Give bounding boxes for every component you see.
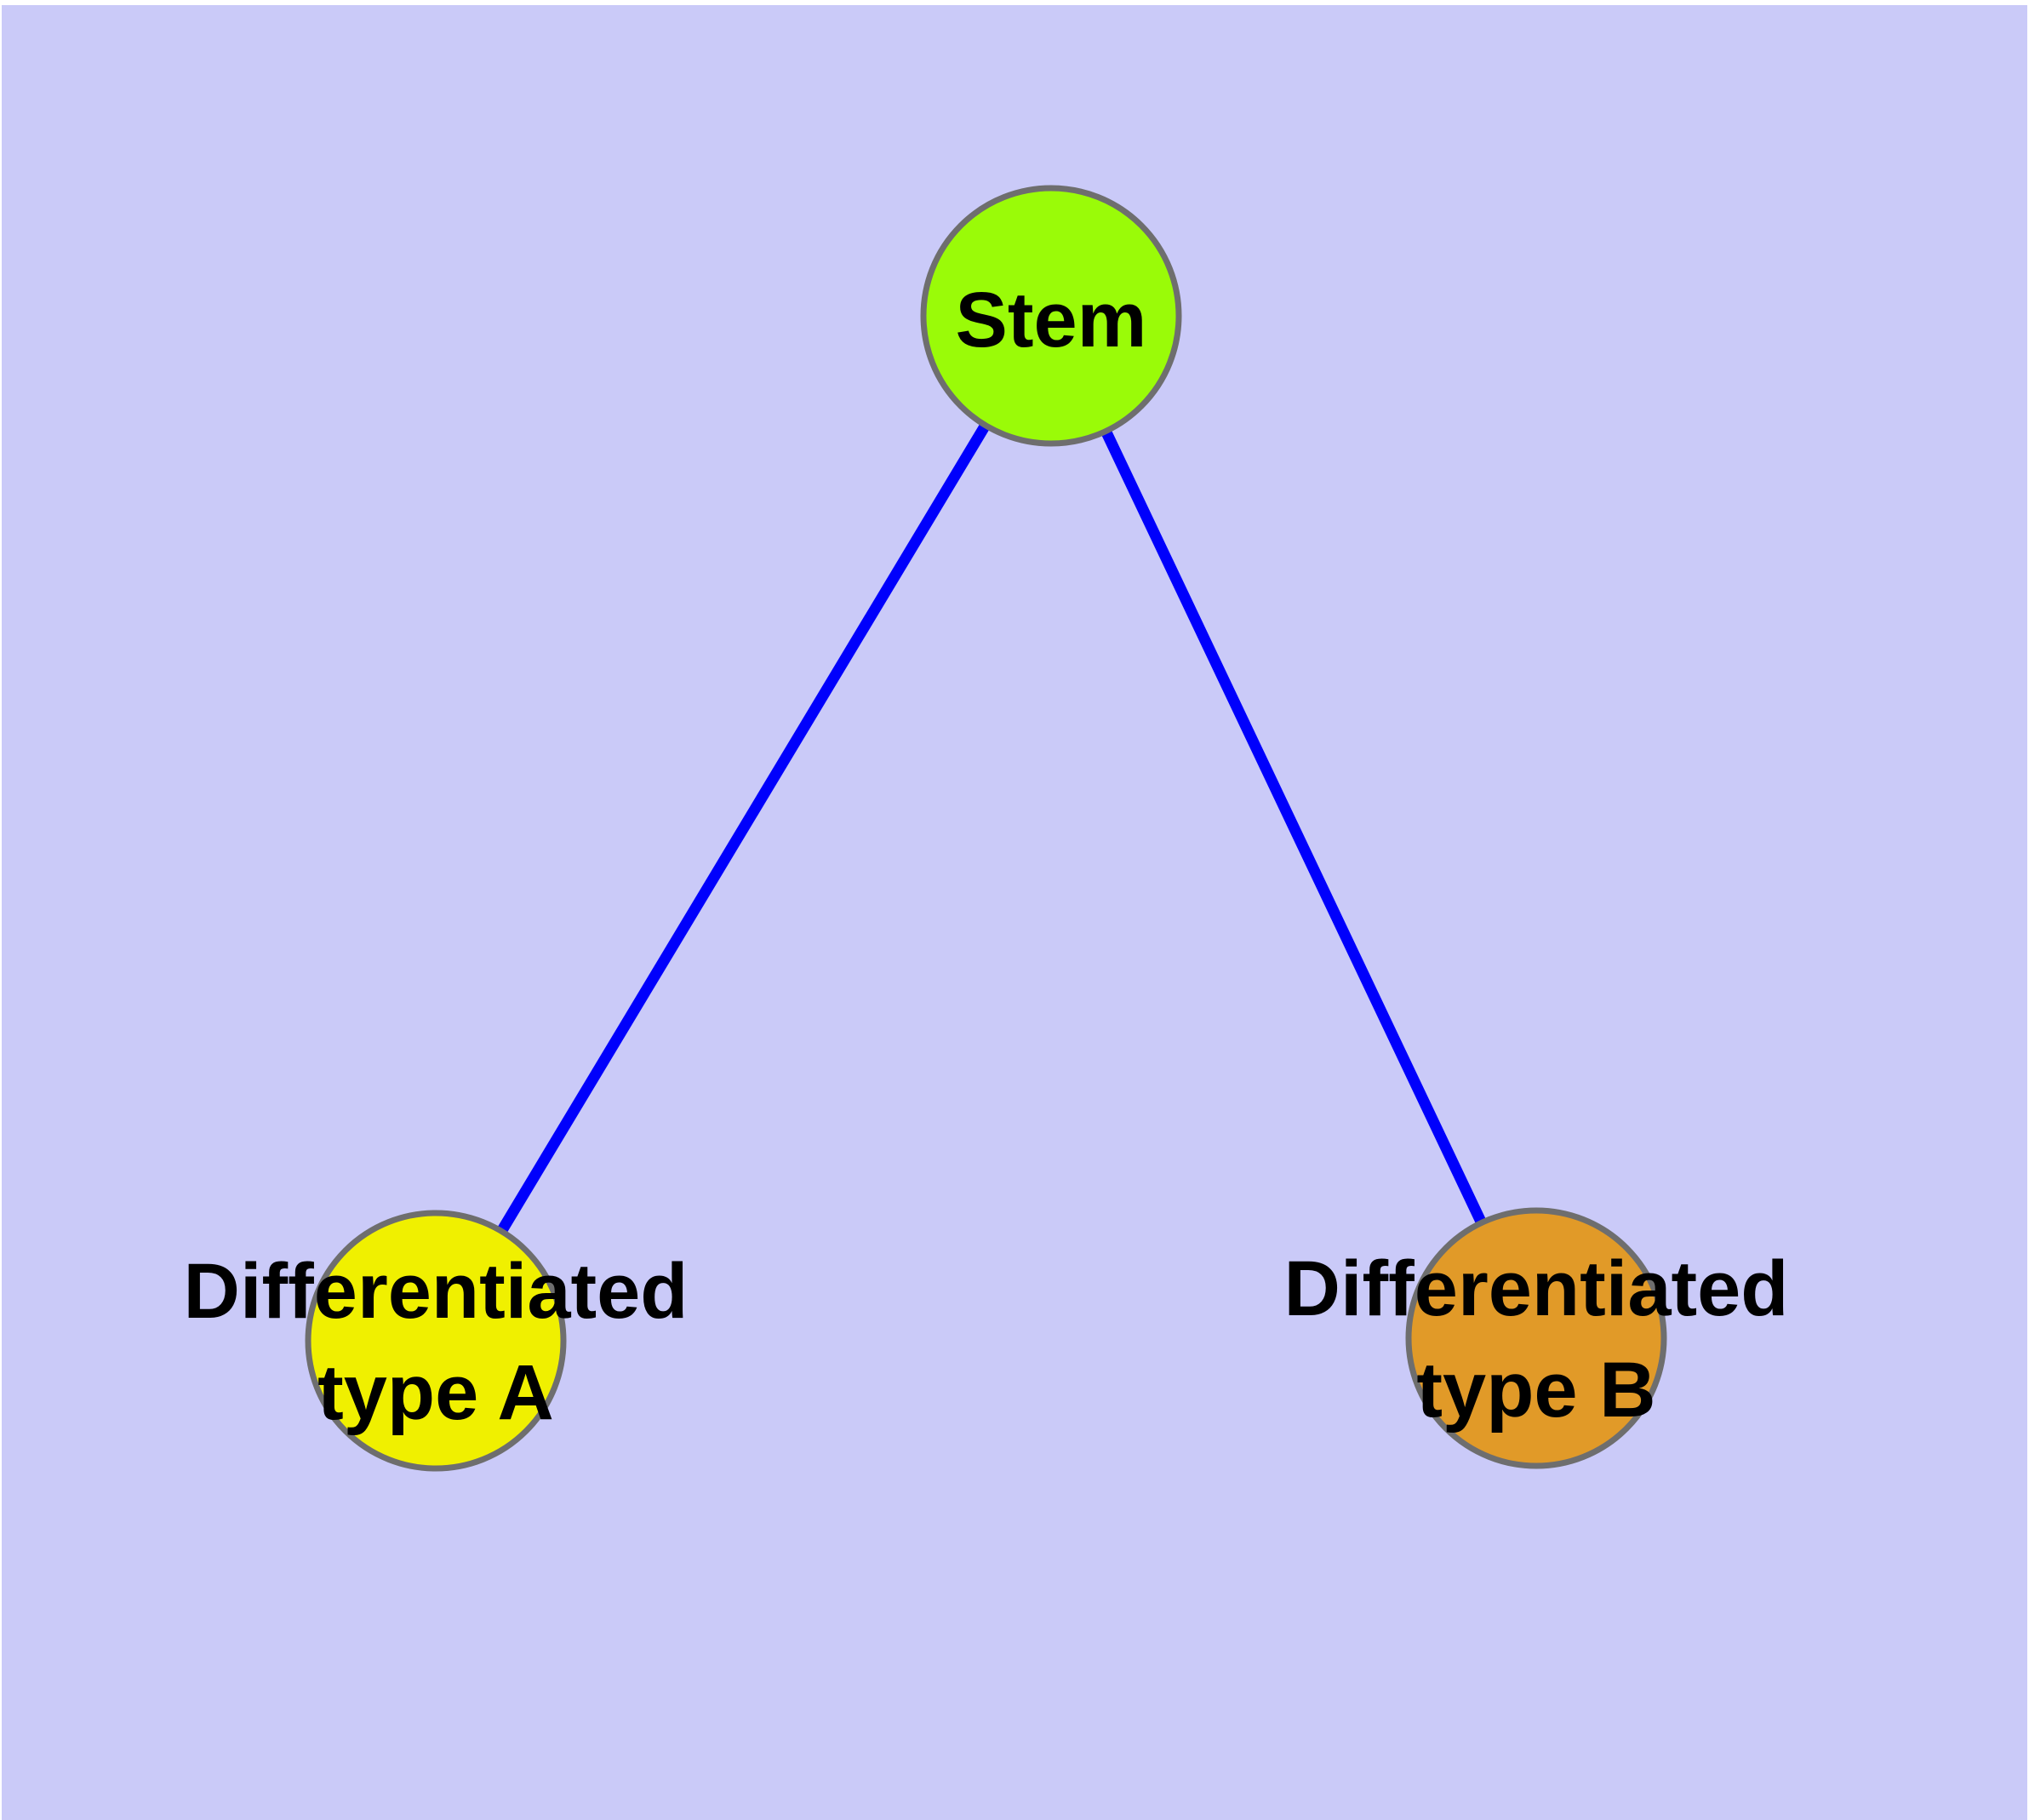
- edge-stem-to-type-b: [1046, 313, 1541, 1341]
- node-differentiated-type-b-label-line2: type B: [1416, 1347, 1655, 1434]
- node-stem: Stem: [920, 185, 1182, 447]
- node-stem-circle: [920, 185, 1182, 447]
- node-differentiated-type-a-circle: [305, 1210, 567, 1472]
- node-differentiated-type-a: Differentiated type A: [184, 1210, 689, 1472]
- node-differentiated-type-b-label-line1: Differentiated: [1284, 1245, 1789, 1332]
- node-stem-label: Stem: [956, 277, 1147, 363]
- node-differentiated-type-a-label-line1: Differentiated: [184, 1248, 689, 1335]
- node-differentiated-type-a-label-line2: type A: [317, 1349, 554, 1436]
- edge-stem-to-type-a: [431, 312, 1056, 1344]
- node-differentiated-type-b-circle: [1405, 1207, 1667, 1469]
- node-differentiated-type-b: Differentiated type B: [1284, 1207, 1789, 1469]
